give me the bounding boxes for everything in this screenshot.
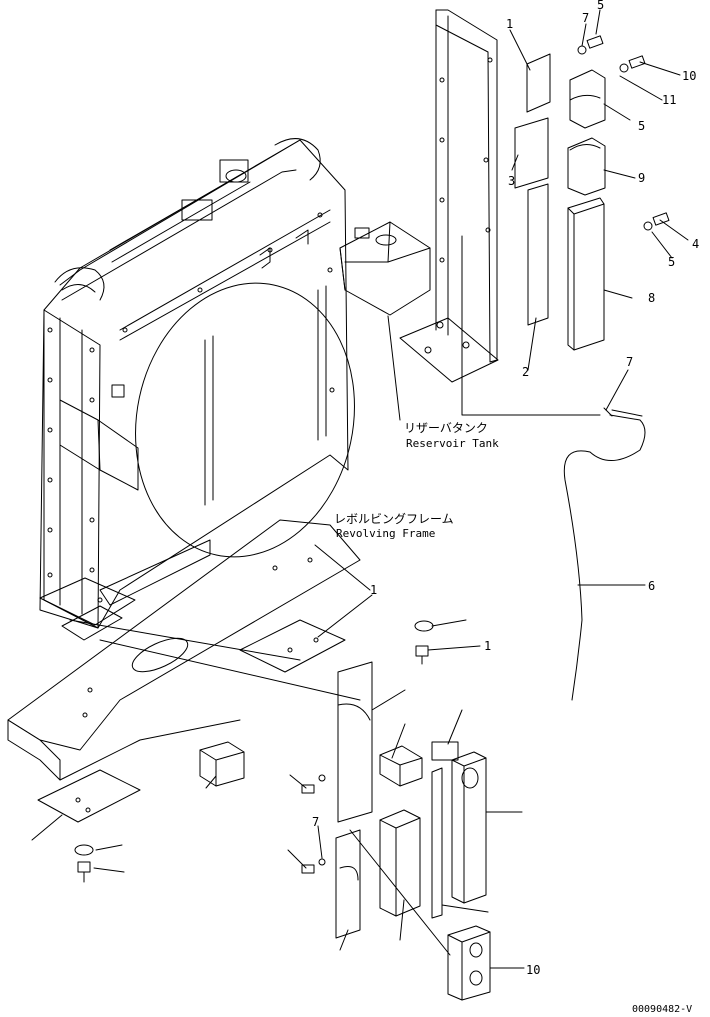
callout-5b: 5	[638, 119, 645, 133]
revolving-frame-label-jp: レボルビングフレーム	[334, 512, 454, 526]
lower-exploded-parts	[37, 605, 491, 1001]
callout-8: 8	[648, 291, 655, 305]
callout-1b: 1	[370, 583, 377, 597]
callout-1: 1	[506, 17, 513, 31]
radiator-assembly	[39, 138, 355, 629]
reservoir-tank	[339, 221, 431, 316]
callout-10b: 10	[526, 963, 540, 977]
reservoir-tank-label-en: Reservoir Tank	[406, 437, 499, 450]
callout-6: 6	[648, 579, 655, 593]
hose	[461, 235, 646, 701]
callout-7c: 7	[312, 815, 319, 829]
revolving-frame-label-en: Revolving Frame	[336, 527, 435, 540]
callout-2: 2	[522, 365, 529, 379]
callout-4: 4	[692, 237, 699, 251]
callout-3: 3	[508, 174, 515, 188]
callout-10: 10	[682, 69, 696, 83]
leader-lines	[31, 9, 689, 969]
upper-exploded-parts	[514, 35, 670, 351]
document-id: 00090482-V	[632, 1004, 692, 1015]
callout-7: 7	[582, 11, 589, 25]
callout-7b: 7	[626, 355, 633, 369]
reservoir-tank-label-jp: リザーバタンク	[404, 421, 488, 435]
callout-11: 11	[662, 93, 676, 107]
revolving-frame	[7, 519, 361, 781]
tank-bracket	[399, 9, 499, 383]
callout-5c: 5	[668, 255, 675, 269]
callout-9: 9	[638, 171, 645, 185]
callout-1c: 1	[484, 639, 491, 653]
bolt-holes	[47, 212, 335, 603]
callout-5: 5	[597, 0, 604, 12]
